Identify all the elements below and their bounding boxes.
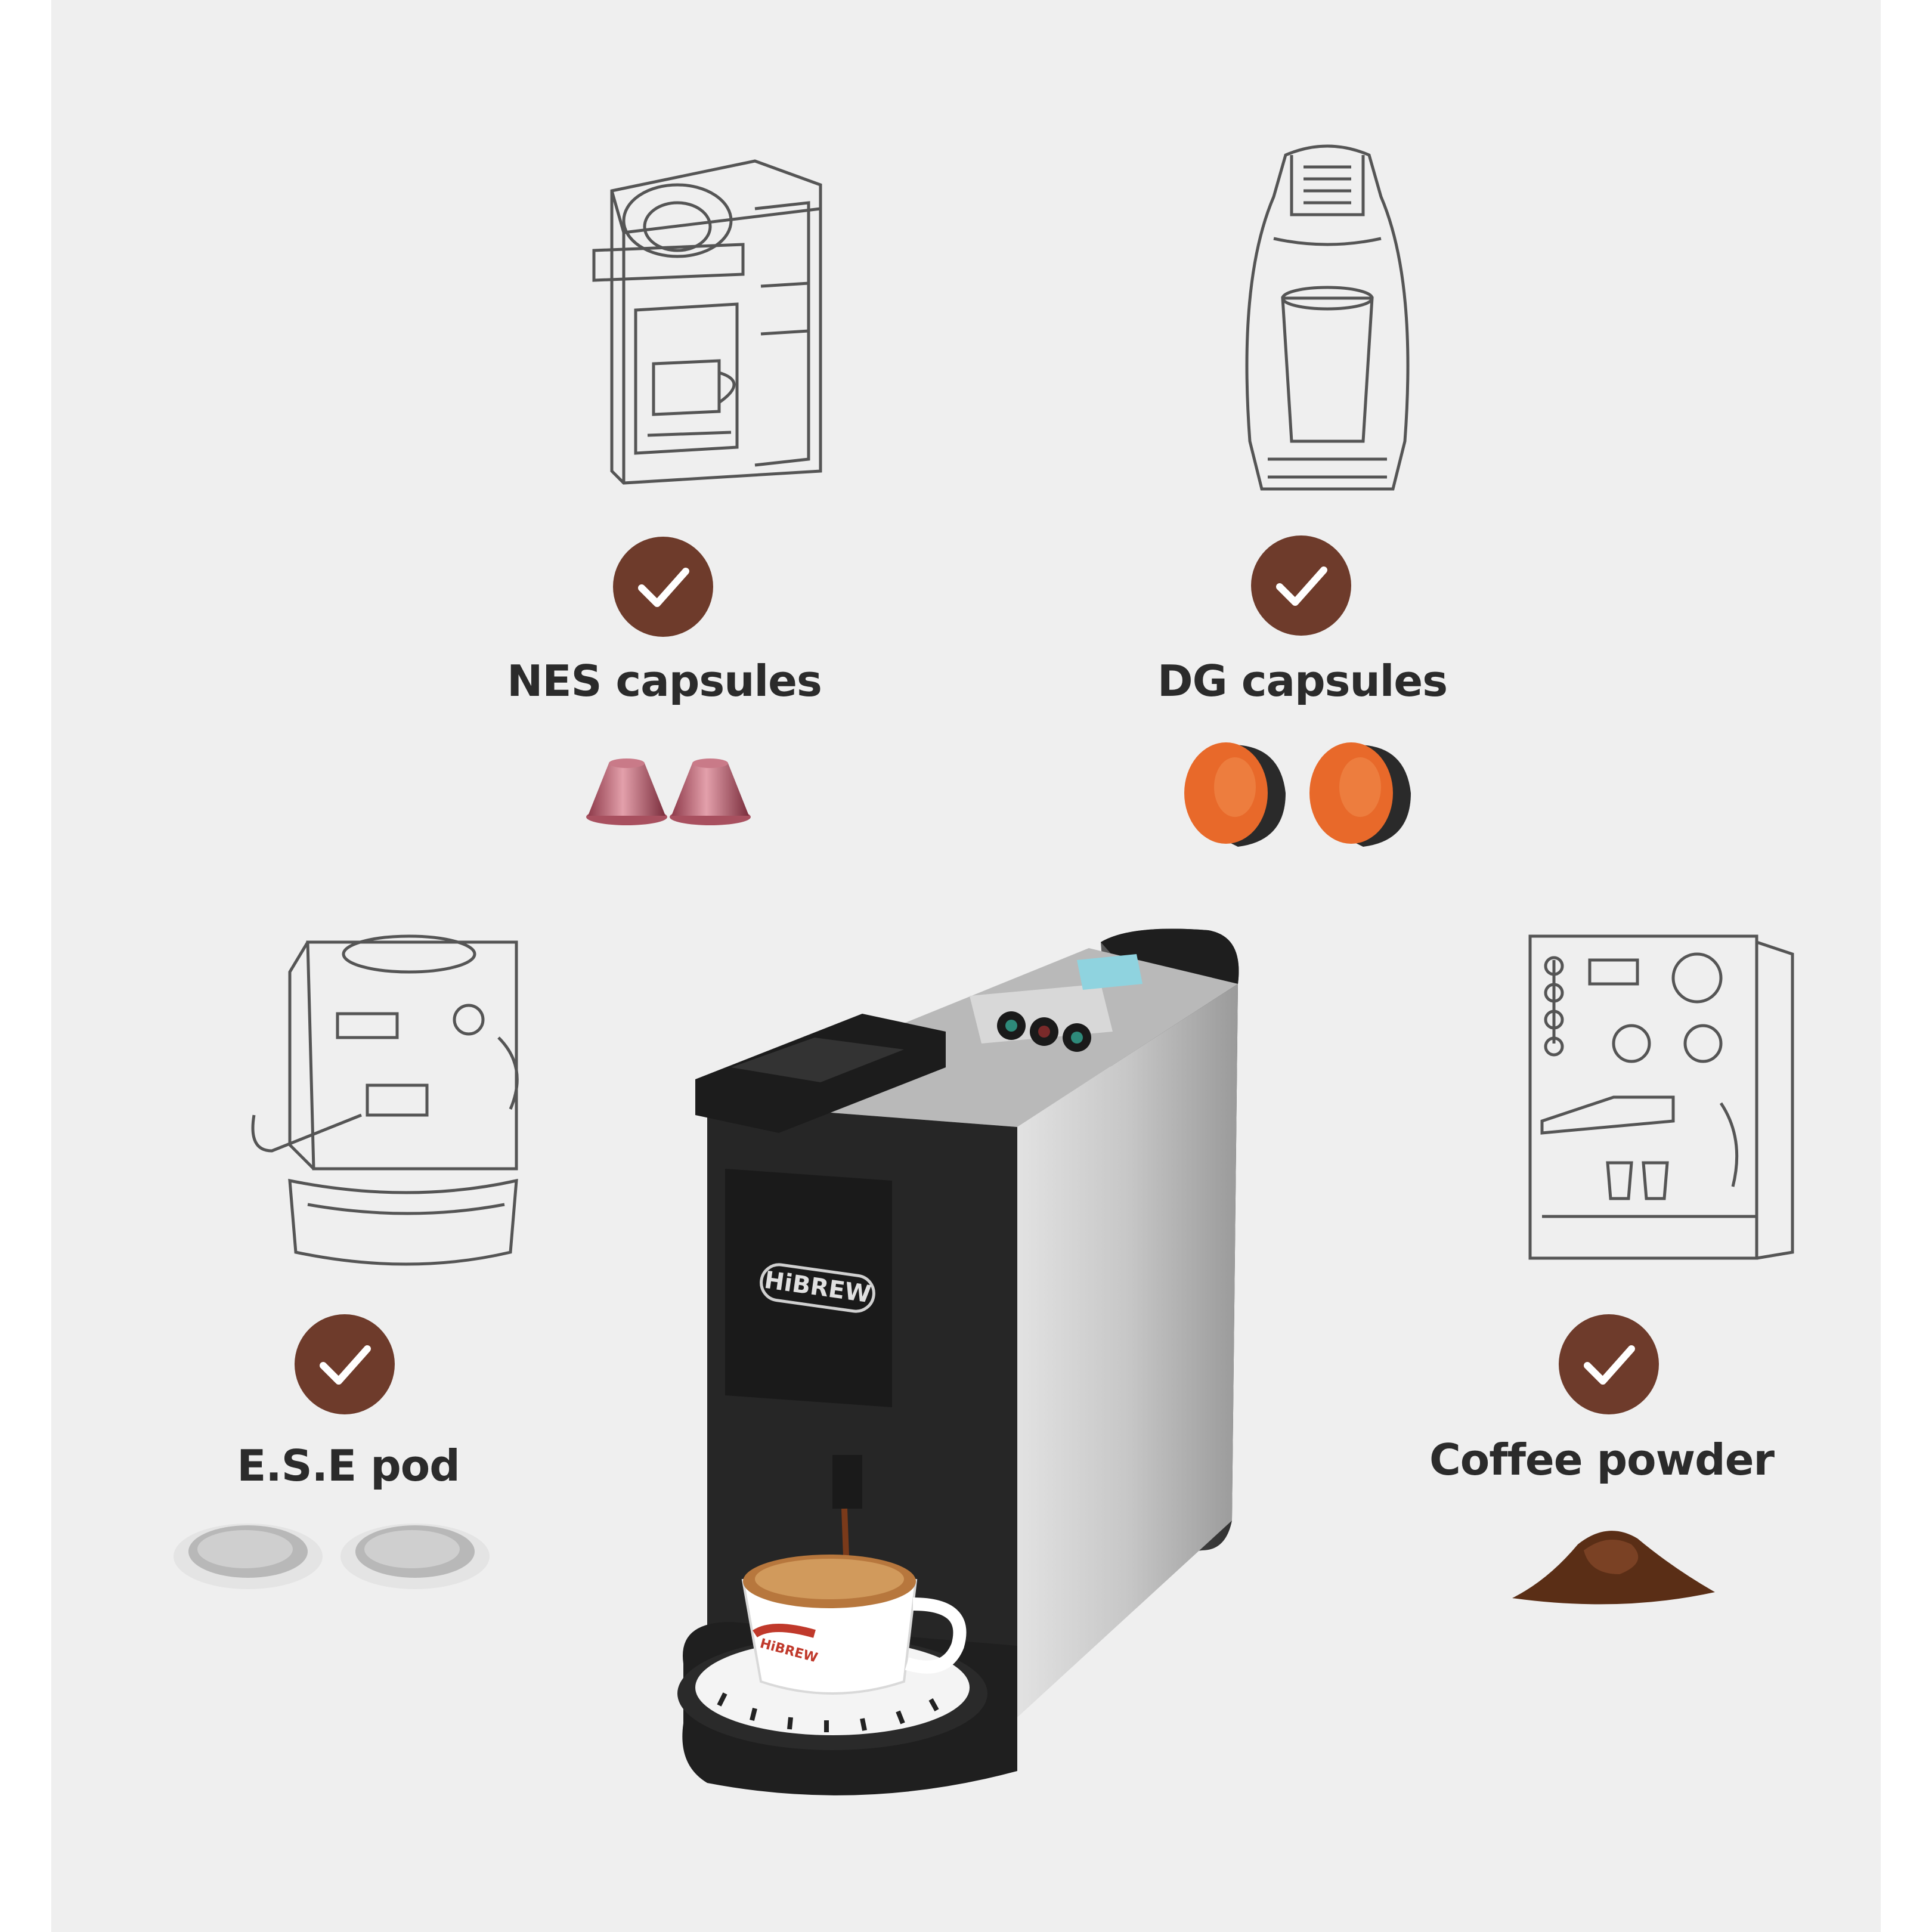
coffee-powder-label: Coffee powder: [1429, 1435, 1775, 1485]
dg-machine-sketch: [1245, 144, 1410, 491]
ese-pod-label: E.S.E pod: [237, 1441, 460, 1491]
ese-machine-sketch: [251, 934, 519, 1266]
checkmark-icon: [613, 537, 713, 637]
checkmark-icon: [295, 1314, 395, 1414]
espresso-machine-sketch: [1528, 934, 1794, 1260]
checkmark-icon: [1559, 1314, 1659, 1414]
nes-capsules-label: NES capsules: [507, 656, 822, 706]
ese-pod-icon: [174, 1524, 323, 1589]
coffee-machine-product: HiBREW HiBREW: [677, 928, 1239, 1795]
coffee-powder-icon: [1512, 1531, 1715, 1605]
checkmark-icon: [1251, 535, 1351, 636]
dg-capsules-label: DG capsules: [1157, 656, 1448, 706]
dg-capsule-icon: [1309, 742, 1411, 847]
nes-machine-sketch: [592, 159, 822, 485]
nes-capsule-icon: [670, 758, 751, 825]
ese-pod-icon: [340, 1524, 490, 1589]
nes-capsule-icon: [586, 758, 667, 825]
dg-capsule-icon: [1184, 742, 1286, 847]
product-infographic: NES capsules DG capsules E.S.E pod Coffe…: [51, 0, 1881, 1932]
